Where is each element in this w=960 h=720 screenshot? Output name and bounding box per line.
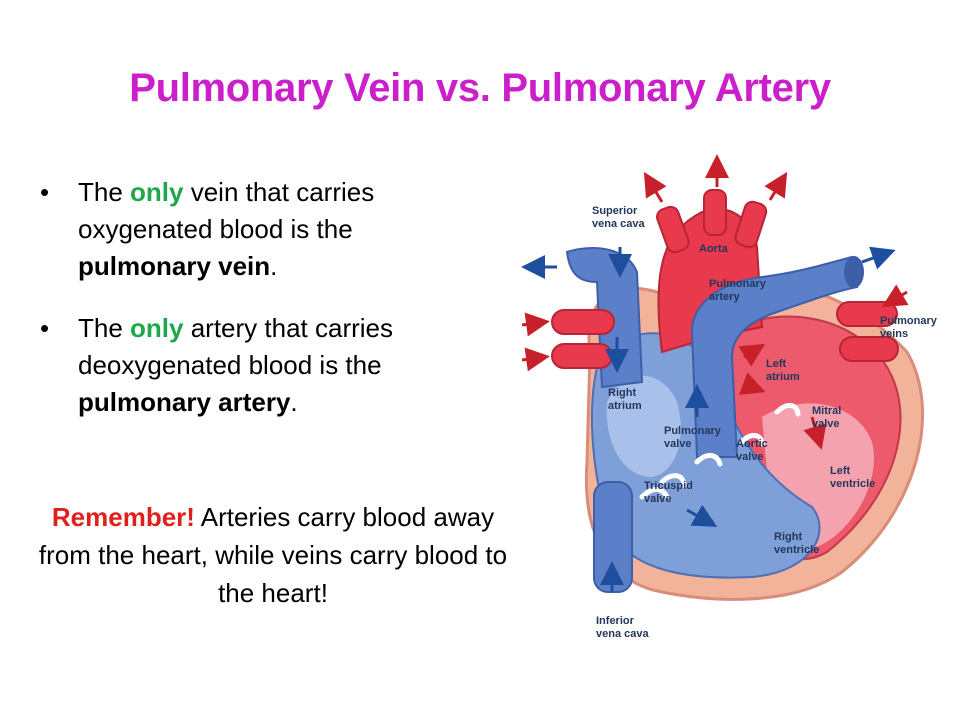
bullet-emphasis: only bbox=[130, 177, 184, 207]
label-right-atrium: atrium bbox=[608, 400, 642, 412]
right-atrium-inner bbox=[606, 375, 681, 477]
arrow-la-2 bbox=[738, 372, 766, 395]
pulmonary-vein-left-2 bbox=[551, 343, 613, 369]
label-pulmonary-veins: veins bbox=[880, 328, 908, 340]
label-mitral-valve: Mitral bbox=[812, 405, 841, 417]
bullet-emphasis: only bbox=[130, 313, 184, 343]
label-left-atrium: atrium bbox=[766, 371, 800, 383]
label-tricuspid-valve: Tricuspid bbox=[644, 480, 693, 492]
aorta-branch-1 bbox=[656, 205, 690, 254]
label-pulmonary-valve: valve bbox=[664, 438, 692, 450]
bullet-text-pre: The bbox=[78, 313, 131, 343]
pulmonary-artery-end bbox=[844, 256, 864, 288]
arrow-rv-right bbox=[686, 504, 718, 527]
bullet-vein: • The only vein that carries oxygenated … bbox=[40, 174, 480, 285]
bullet-dot: • bbox=[40, 313, 50, 343]
arrow-aorta-left bbox=[643, 171, 667, 203]
bullet-text-post: . bbox=[270, 251, 278, 281]
bullet-text-pre: The bbox=[78, 177, 131, 207]
label-pulmonary-veins: Pulmonary bbox=[880, 315, 938, 327]
label-aortic-valve: valve bbox=[736, 451, 764, 463]
bullet-text-post: . bbox=[290, 387, 298, 417]
label-left-ventricle: Left bbox=[830, 465, 851, 477]
arrow-la-1 bbox=[738, 343, 766, 367]
remember-text: Arteries carry blood away from the heart… bbox=[38, 502, 508, 608]
pulmonary-vein-right-1 bbox=[836, 301, 898, 327]
label-inferior-vena-cava: vena cava bbox=[596, 628, 649, 640]
bullet-text-mid: artery that carries deoxygenated blood i… bbox=[78, 313, 393, 380]
valve-lines bbox=[639, 403, 801, 500]
bullet-artery: • The only artery that carries deoxygena… bbox=[40, 310, 480, 421]
arrow-pulm-vein-in-2 bbox=[521, 312, 550, 337]
label-pulmonary-artery: Pulmonary bbox=[709, 278, 767, 290]
arrow-lv-down bbox=[803, 416, 827, 450]
pulmonary-vein-right-2 bbox=[839, 336, 899, 362]
aorta-branch-3 bbox=[734, 200, 768, 249]
arrow-aorta-right bbox=[764, 171, 788, 201]
label-inferior-vena-cava: Inferior bbox=[596, 615, 635, 627]
bullet-dot: • bbox=[40, 177, 50, 207]
label-pulmonary-artery: artery bbox=[709, 291, 740, 303]
heart-diagram: Superior vena cava Aorta Pulmonary arter… bbox=[521, 154, 938, 640]
label-superior-vena-cava: vena cava bbox=[592, 218, 645, 230]
label-tricuspid-valve: valve bbox=[644, 493, 672, 505]
label-right-atrium: Right bbox=[608, 387, 636, 399]
label-pulmonary-valve: Pulmonary bbox=[664, 425, 722, 437]
bullet-text-mid: vein that carries oxygenated blood is th… bbox=[78, 177, 375, 244]
remember-note: Remember! Arteries carry blood away from… bbox=[28, 498, 518, 612]
pulmonary-vein-left-1 bbox=[551, 309, 615, 335]
label-left-ventricle: ventricle bbox=[830, 478, 875, 490]
label-right-ventricle: Right bbox=[774, 531, 802, 543]
bullet-bold-term: pulmonary vein bbox=[78, 251, 271, 281]
bullet-list: • The only vein that carries oxygenated … bbox=[40, 174, 480, 446]
label-mitral-valve: valve bbox=[812, 418, 840, 430]
bullet-bold-term: pulmonary artery bbox=[78, 387, 291, 417]
label-aorta: Aorta bbox=[699, 243, 729, 255]
arrow-pulm-artery-out bbox=[861, 246, 896, 270]
aorta-branch-2 bbox=[703, 189, 727, 236]
arrow-pulm-vein-in-1 bbox=[881, 284, 909, 308]
label-right-ventricle: ventricle bbox=[774, 544, 819, 556]
arrow-pulm-vein-in-3 bbox=[521, 347, 550, 372]
label-left-atrium: Left bbox=[766, 358, 787, 370]
label-aortic-valve: Aortic bbox=[736, 438, 768, 450]
label-superior-vena-cava: Superior bbox=[592, 205, 638, 217]
slide-title: Pulmonary Vein vs. Pulmonary Artery bbox=[129, 66, 831, 110]
remember-lead: Remember! bbox=[51, 502, 195, 532]
